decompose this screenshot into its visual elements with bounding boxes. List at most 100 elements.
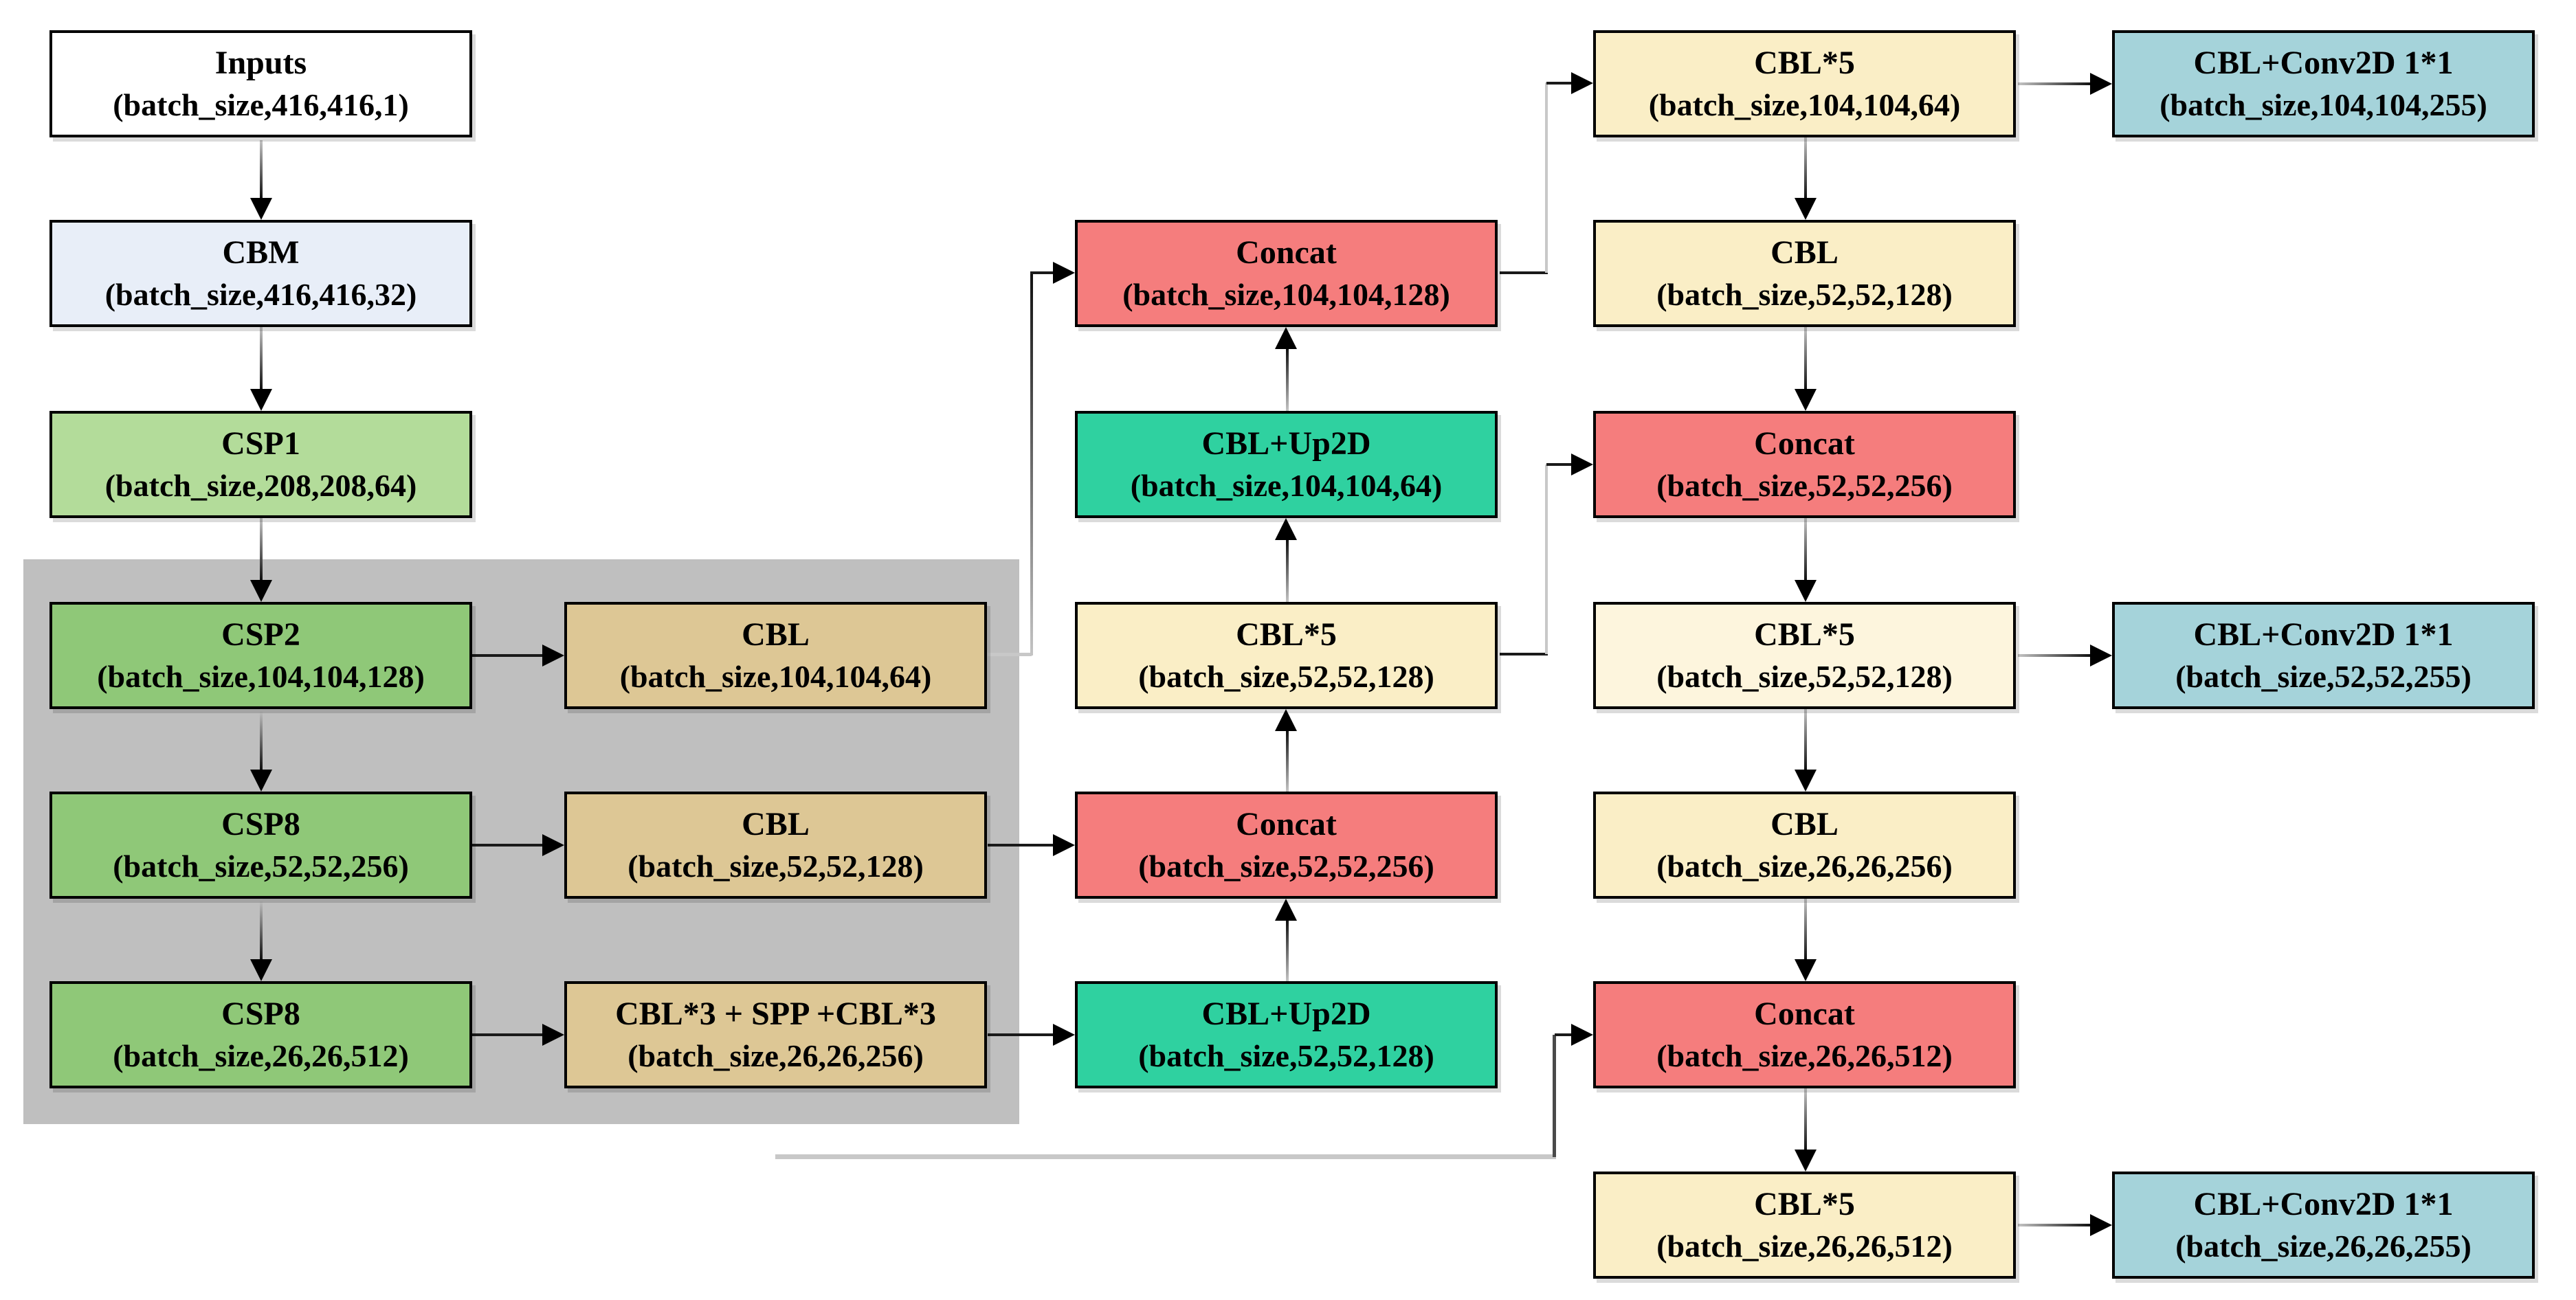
node-shape: (batch_size,52,52,128) <box>628 849 924 884</box>
arrowhead-up2d52-concat52 <box>1275 899 1297 921</box>
node-shape: (batch_size,52,52,128) <box>1138 659 1434 694</box>
node-title: CBL+Conv2D 1*1 <box>2193 45 2454 81</box>
node-shape: (batch_size,208,208,64) <box>104 468 417 503</box>
edge-concat52-cbl5mid <box>1286 731 1289 792</box>
node-head-26: CBL+Conv2D 1*1 (batch_size,26,26,255) <box>2112 1172 2535 1279</box>
arrowhead-concat26-cbl526 <box>1795 1150 1817 1172</box>
node-upsample-104: CBL+Up2D (batch_size,104,104,64) <box>1075 411 1498 518</box>
edge-concat104-cbl5104-vertical <box>1545 82 1548 273</box>
arrowhead-inputs-cbm <box>250 198 272 220</box>
node-csp8-52: CSP8 (batch_size,52,52,256) <box>49 792 472 899</box>
node-shape: (batch_size,416,416,32) <box>104 277 417 312</box>
arrowhead-concat52-cbl5mid <box>1275 709 1297 731</box>
arrowhead-cbl52right-concat52right <box>1795 389 1817 411</box>
edge-cbl552right-head52 <box>2018 654 2090 657</box>
node-title: CBL <box>1770 806 1839 842</box>
node-title: Concat <box>1236 234 1337 271</box>
node-shape: (batch_size,52,52,256) <box>113 849 409 884</box>
node-cbl-52: CBL (batch_size,52,52,128) <box>564 792 987 899</box>
arrowhead-up2d104-concat104 <box>1275 327 1297 349</box>
node-cbl5-52-right: CBL*5 (batch_size,52,52,128) <box>1593 602 2016 709</box>
node-title: CBL+Conv2D 1*1 <box>2193 1186 2454 1222</box>
edge-cbl26-concat26 <box>1804 899 1807 959</box>
node-shape: (batch_size,26,26,512) <box>1656 1229 1953 1264</box>
edge-cbl104-concat104-stub <box>988 653 1032 656</box>
edge-cbl52-concat52 <box>988 844 1053 847</box>
node-title: Concat <box>1236 806 1337 842</box>
node-shape: (batch_size,26,26,256) <box>628 1038 924 1073</box>
edge-concat104-cbl5104-head <box>1546 82 1571 85</box>
node-inputs: Inputs (batch_size,416,416,1) <box>49 30 472 137</box>
node-title: CBL+Up2D <box>1201 996 1371 1032</box>
node-title: CBL*5 <box>1236 616 1337 653</box>
node-head-52: CBL+Conv2D 1*1 (batch_size,52,52,255) <box>2112 602 2535 709</box>
node-title: Concat <box>1754 425 1855 462</box>
node-title: CBL <box>742 806 810 842</box>
node-csp2: CSP2 (batch_size,104,104,128) <box>49 602 472 709</box>
edge-cbl552right-cbl26 <box>1804 709 1807 770</box>
arrowhead-cbm-csp1 <box>250 389 272 411</box>
node-shape: (batch_size,104,104,64) <box>1648 87 1961 122</box>
node-shape: (batch_size,26,26,512) <box>113 1038 409 1073</box>
edge-csp8-cbl52 <box>472 844 542 847</box>
edge-csp1-csp2 <box>260 518 263 580</box>
node-shape: (batch_size,26,26,256) <box>1656 849 1953 884</box>
arrowhead-cbl552right-head52 <box>2090 645 2112 666</box>
arrowhead-cbl5mid-up2d104 <box>1275 518 1297 540</box>
node-title: CBL*5 <box>1754 1186 1855 1222</box>
arrowhead-csp8-spp <box>542 1024 564 1046</box>
node-title: Concat <box>1754 996 1855 1032</box>
edge-cbl52right-concat52right <box>1804 327 1807 389</box>
arrowhead-csp8-csp8 <box>250 959 272 981</box>
edge-csp8-spp <box>472 1033 542 1036</box>
edge-cbl5mid-up2d104 <box>1286 540 1289 602</box>
edge-spp-concat26-long <box>775 1154 1556 1159</box>
node-concat-52-right: Concat (batch_size,52,52,256) <box>1593 411 2016 518</box>
edge-cbl5mid-concat52right-vertical <box>1545 464 1548 654</box>
arrowhead-csp1-csp2 <box>250 580 272 602</box>
node-cbl5-52-mid: CBL*5 (batch_size,52,52,128) <box>1075 602 1498 709</box>
edge-csp8-csp8 <box>260 899 263 959</box>
arrowhead-cbl5104-cbl52right <box>1795 198 1817 220</box>
edge-concat26-cbl526 <box>1804 1088 1807 1150</box>
edge-csp2-cbl104 <box>472 654 542 657</box>
edge-spp-up2d52 <box>988 1033 1053 1036</box>
arrowhead-cbl5104-head104 <box>2090 73 2112 95</box>
arrowhead-csp2-cbl104 <box>542 645 564 666</box>
node-title: CBL <box>742 616 810 653</box>
node-title: CBL*5 <box>1754 45 1855 81</box>
node-title: CSP8 <box>221 996 300 1032</box>
arrowhead-cbl552right-cbl26 <box>1795 770 1817 792</box>
node-shape: (batch_size,26,26,255) <box>2175 1229 2472 1264</box>
node-title: CBL <box>1770 234 1839 271</box>
arrowhead-csp2-csp8 <box>250 770 272 792</box>
node-title: CSP8 <box>221 806 300 842</box>
arrowhead-cbl526-head26 <box>2090 1214 2112 1236</box>
edge-concat52right-cbl552right <box>1804 518 1807 580</box>
node-head-104: CBL+Conv2D 1*1 (batch_size,104,104,255) <box>2112 30 2535 137</box>
node-shape: (batch_size,52,52,256) <box>1656 468 1953 503</box>
node-upsample-52: CBL+Up2D (batch_size,52,52,128) <box>1075 981 1498 1088</box>
node-shape: (batch_size,104,104,64) <box>1130 468 1443 503</box>
arrowhead-cbl26-concat26 <box>1795 959 1817 981</box>
node-shape: (batch_size,104,104,64) <box>619 659 932 694</box>
node-spp-block: CBL*3 + SPP +CBL*3 (batch_size,26,26,256… <box>564 981 987 1088</box>
node-cbl5-104: CBL*5 (batch_size,104,104,64) <box>1593 30 2016 137</box>
node-shape: (batch_size,52,52,256) <box>1138 849 1434 884</box>
node-csp8-26: CSP8 (batch_size,26,26,512) <box>49 981 472 1088</box>
arrowhead-cbl104-concat104 <box>1053 262 1075 284</box>
edge-cbl5mid-concat52right-stub <box>1500 653 1548 655</box>
node-cbl-52-right: CBL (batch_size,52,52,128) <box>1593 220 2016 327</box>
edge-spp-concat26-vertical <box>1553 1035 1556 1157</box>
arrowhead-spp-concat26 <box>1571 1024 1593 1046</box>
node-title: CBM <box>222 234 300 271</box>
arrowhead-csp8-cbl52 <box>542 834 564 856</box>
edge-inputs-cbm <box>260 140 263 198</box>
arrowhead-concat52right-cbl552right <box>1795 580 1817 602</box>
node-cbm: CBM (batch_size,416,416,32) <box>49 220 472 327</box>
node-concat-52-mid: Concat (batch_size,52,52,256) <box>1075 792 1498 899</box>
node-csp1: CSP1 (batch_size,208,208,64) <box>49 411 472 518</box>
edge-cbl104-concat104-vertical <box>1030 272 1033 655</box>
edge-cbl5104-head104 <box>2018 82 2090 85</box>
edge-cbl526-head26 <box>2018 1224 2090 1226</box>
